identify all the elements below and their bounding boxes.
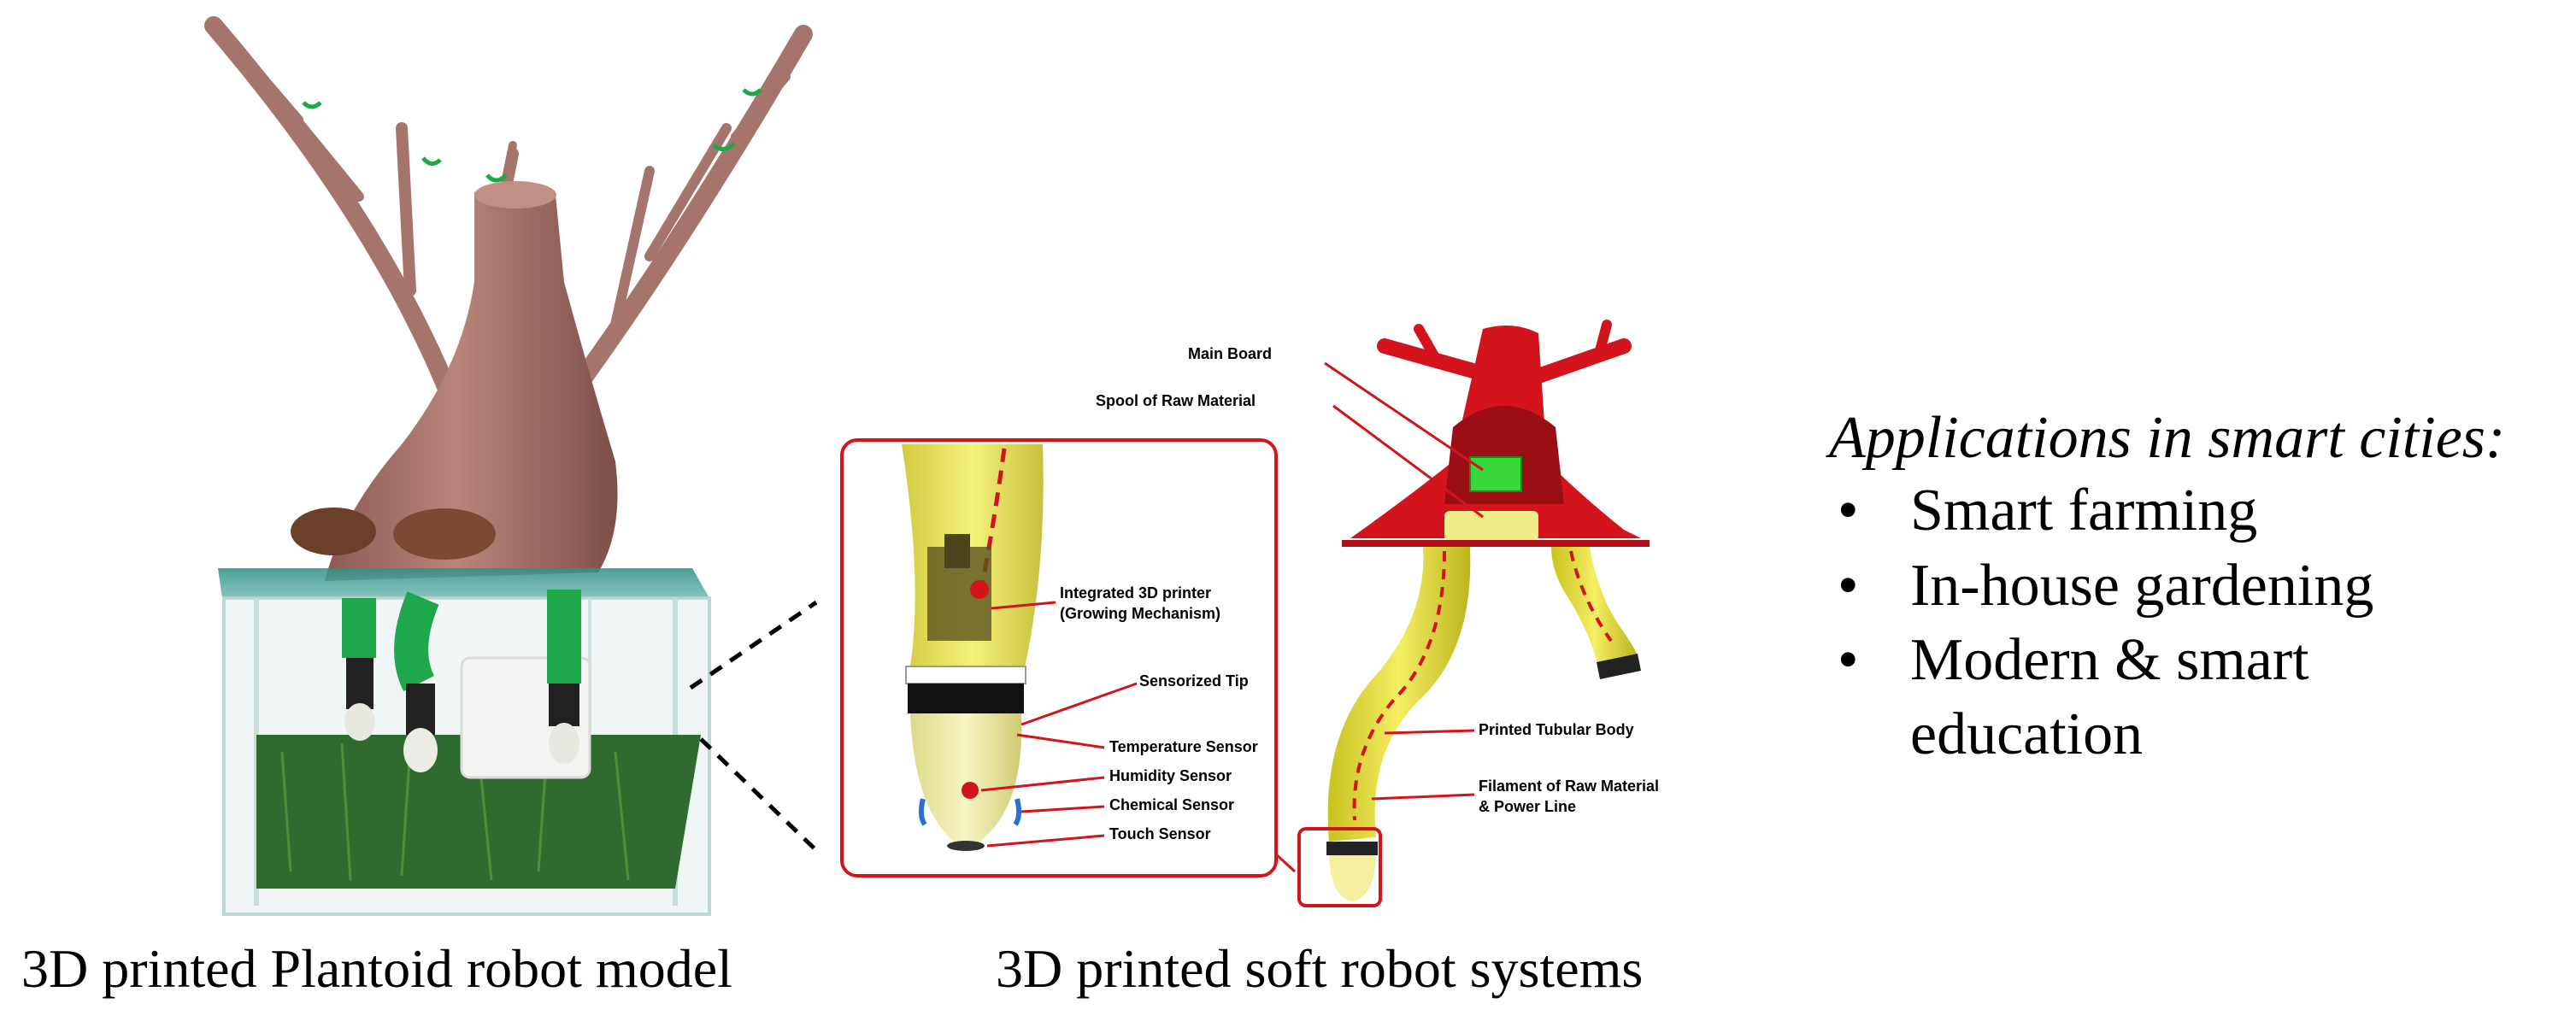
label-filament: Filament of Raw Material bbox=[1479, 778, 1659, 795]
caption-plantoid: 3D printed Plantoid robot model bbox=[21, 938, 732, 999]
caption-soft-robot: 3D printed soft robot systems bbox=[996, 938, 1643, 999]
tree-trunk bbox=[325, 184, 618, 581]
label-main-board: Main Board bbox=[1188, 345, 1272, 362]
application-item-smart-farming: Smart farming bbox=[1910, 478, 2257, 543]
application-item-education: education bbox=[1910, 701, 2143, 767]
label-power-line: & Power Line bbox=[1479, 798, 1576, 815]
applications-title: Applications in smart cities: bbox=[1826, 405, 2505, 471]
label-chemical-sensor: Chemical Sensor bbox=[1109, 796, 1234, 813]
applications-list: Applications in smart cities: • Smart fa… bbox=[1826, 405, 2505, 767]
bullet-2: • bbox=[1838, 553, 1859, 619]
robotic-roots bbox=[342, 590, 581, 772]
label-humidity-sensor: Humidity Sensor bbox=[1109, 767, 1232, 784]
branch-ties bbox=[302, 88, 762, 183]
schematic-leader-lines bbox=[1324, 361, 1484, 801]
inset-leader-lines bbox=[980, 601, 1138, 848]
label-growing-mechanism: (Growing Mechanism) bbox=[1060, 605, 1220, 622]
label-touch-sensor: Touch Sensor bbox=[1109, 825, 1211, 842]
pine-cones bbox=[291, 508, 496, 560]
application-item-modern-smart: Modern & smart bbox=[1910, 627, 2309, 693]
bullet-1: • bbox=[1838, 478, 1859, 543]
zoom-connector-lines bbox=[689, 600, 822, 856]
inset-tip-connector bbox=[1274, 853, 1297, 873]
soft-robot-schematic bbox=[1297, 320, 1650, 907]
label-integrated-printer: Integrated 3D printer bbox=[1060, 584, 1211, 602]
trunk-top bbox=[474, 181, 556, 208]
label-sensorized-tip: Sensorized Tip bbox=[1139, 672, 1249, 690]
label-tubular-body: Printed Tubular Body bbox=[1479, 721, 1634, 738]
application-item-in-house-gardening: In-house gardening bbox=[1910, 553, 2373, 619]
bullet-3: • bbox=[1838, 627, 1859, 693]
tip-detail-inset bbox=[840, 438, 1278, 877]
label-spool: Spool of Raw Material bbox=[1096, 392, 1256, 409]
plantoid-photo bbox=[204, 16, 813, 916]
label-temperature-sensor: Temperature Sensor bbox=[1109, 738, 1258, 755]
